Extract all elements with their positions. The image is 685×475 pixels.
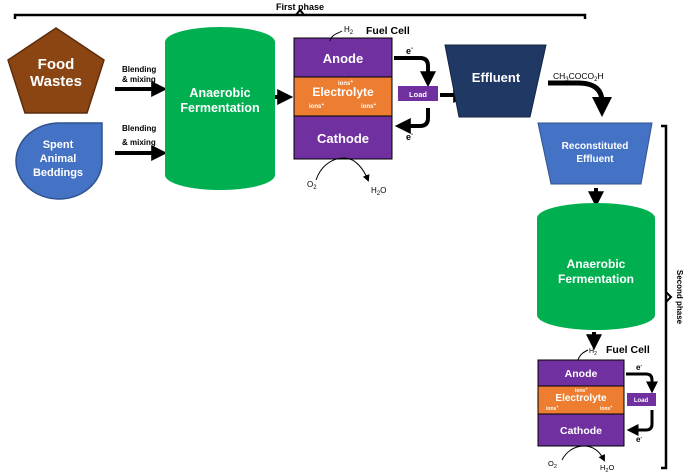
electron-top-2: e- <box>636 363 642 372</box>
h2o-label-1: H2O <box>371 186 386 197</box>
circuit-bottom-2 <box>626 410 654 436</box>
cathode-block-2 <box>537 413 625 447</box>
electrolyte-label-1: Electrolyte <box>312 85 374 99</box>
spent-line2: Animal <box>40 153 77 165</box>
reconstituted-line1: Reconstituted <box>562 141 629 152</box>
blend-label-b1: Blending <box>122 124 156 133</box>
reconstituted-shape <box>537 122 653 185</box>
spent-line1: Spent <box>43 139 74 151</box>
anode-label-2: Anode <box>565 368 598 380</box>
effluent-label: Effluent <box>472 70 521 85</box>
o2-label-2: O2 <box>548 459 557 470</box>
blend-label-b2: & mixing <box>122 138 156 147</box>
h2-label-1: H2 <box>344 25 354 36</box>
digester-2-line2: Fermentation <box>558 272 634 286</box>
h2-curve-2 <box>577 349 589 361</box>
electron-top-1: e- <box>406 46 413 56</box>
ions-top-1: ions+ <box>338 79 353 87</box>
spent-beddings-shape <box>15 122 103 200</box>
h2-label-2: H2 <box>589 348 597 357</box>
cathode-block-1 <box>293 115 393 160</box>
ions-left-1: ions+ <box>309 102 324 110</box>
circuit-top-1 <box>394 56 436 88</box>
first-phase-bracket <box>13 8 587 19</box>
ions-left-2: ions+ <box>546 404 559 412</box>
ions-top-2: ions+ <box>575 386 588 394</box>
load-box-1 <box>398 86 438 101</box>
spent-line3: Beddings <box>33 167 83 179</box>
anode-block-2 <box>537 359 625 387</box>
circuit-bottom-1 <box>394 108 430 134</box>
electrolyte-block-2 <box>537 385 625 415</box>
fuel-cell-1 <box>293 37 393 160</box>
anode-block-1 <box>293 37 393 78</box>
second-phase-label: Second phase <box>675 270 684 325</box>
anode-label-1: Anode <box>323 51 363 66</box>
fuel-cell-1-title: Fuel Cell <box>366 25 410 37</box>
cathode-label-2: Cathode <box>560 425 602 437</box>
h2o-label-2: H2O <box>600 463 614 474</box>
circuit-top-2 <box>626 372 658 394</box>
fuel-cell-2-title: Fuel Cell <box>606 344 650 356</box>
electrolyte-block-1 <box>293 76 393 117</box>
ions-right-2: ions+ <box>600 404 613 412</box>
food-wastes-line1: Food <box>38 56 75 73</box>
blend-label-a1: Blending <box>122 65 156 74</box>
electron-bottom-2: e- <box>636 435 642 444</box>
cathode-label-1: Cathode <box>317 131 369 146</box>
ions-right-1: ions+ <box>361 102 376 110</box>
food-wastes-shape <box>7 27 105 114</box>
digester-1-line1: Anaerobic <box>189 86 250 100</box>
o2-label-1: O2 <box>307 180 317 191</box>
reconstituted-line2: Effluent <box>576 154 614 165</box>
o2-curve-2 <box>561 445 605 462</box>
digester-2-line1: Anaerobic <box>567 257 626 271</box>
second-phase-bracket <box>661 124 673 470</box>
electrolyte-label-2: Electrolyte <box>555 393 607 404</box>
first-phase-label: First phase <box>276 2 324 12</box>
arrow-effluent-to-reconstituted <box>548 80 612 117</box>
electron-bottom-1: e- <box>406 132 413 142</box>
h2-curve-1 <box>329 30 343 42</box>
compound-label: CH3COCO2H <box>553 71 604 83</box>
food-wastes-line2: Wastes <box>30 73 82 90</box>
o2-curve-1 <box>315 157 370 182</box>
digester-2 <box>537 203 655 330</box>
effluent-shape <box>444 44 547 118</box>
fuel-cell-2 <box>537 359 625 447</box>
digester-1 <box>165 27 275 190</box>
load-label-2: Load <box>634 398 649 404</box>
load-label-1: Load <box>409 90 427 99</box>
blend-label-a2: & mixing <box>122 75 156 84</box>
digester-1-line2: Fermentation <box>180 101 259 115</box>
load-box-2 <box>627 393 656 406</box>
